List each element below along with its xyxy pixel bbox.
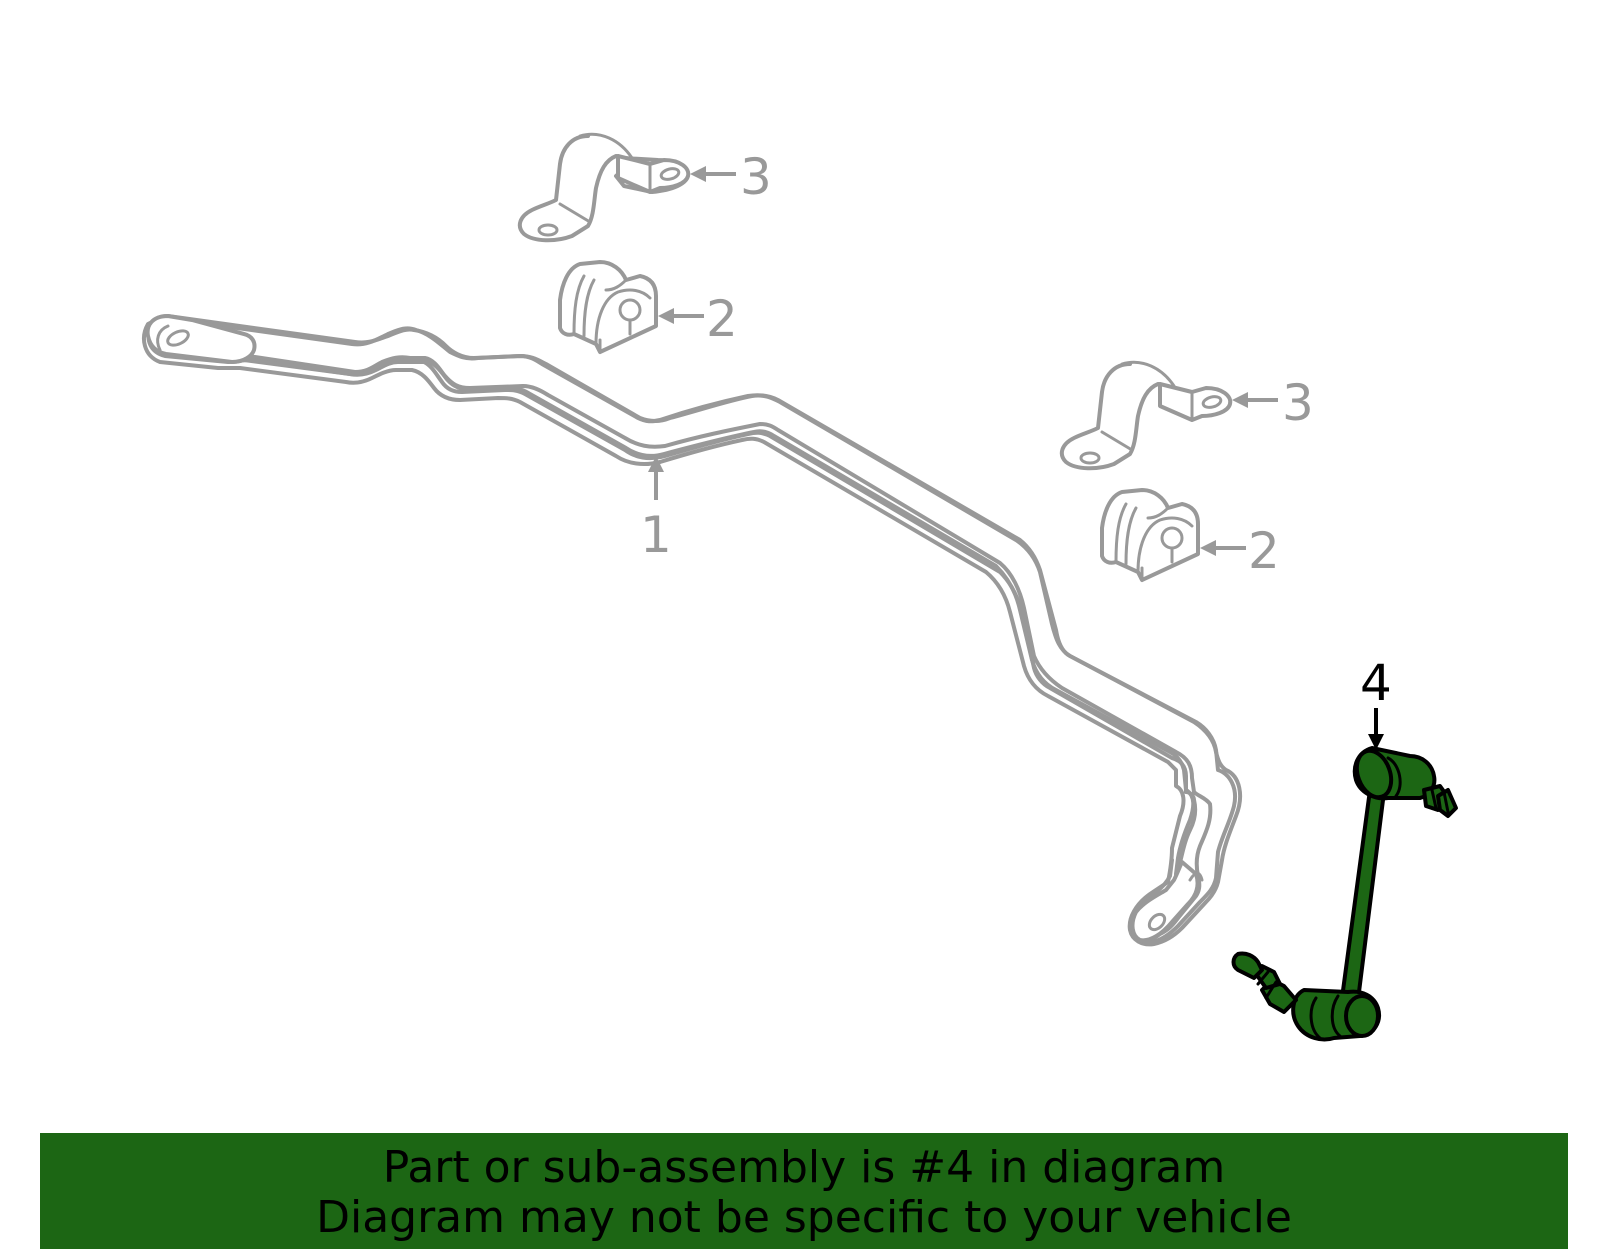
callout-label-4: 4 [1360,654,1392,712]
footer-banner: Part or sub-assembly is #4 in diagram Di… [40,1133,1568,1249]
callout-label-2-upper: 2 [706,290,738,348]
stabilizer-bar[interactable] [142,314,1243,947]
bushing-lower[interactable] [1100,488,1200,582]
banner-line-part: Part or sub-assembly is #4 in diagram [382,1142,1226,1193]
callout-label-3-lower: 3 [1282,374,1314,432]
stabilizer-link[interactable] [1231,746,1458,1042]
bushing-upper[interactable] [558,260,658,354]
callout-4: 4 [1360,654,1392,750]
bracket-upper[interactable] [517,132,691,243]
callout-3-lower: 3 [1232,374,1314,432]
callout-label-3-upper: 3 [740,148,772,206]
bracket-lower[interactable] [1059,360,1233,471]
callout-3-upper: 3 [690,148,772,206]
callout-label-1: 1 [640,506,672,564]
callout-label-2-lower: 2 [1248,522,1280,580]
banner-line-disclaimer: Diagram may not be specific to your vehi… [316,1192,1292,1243]
callout-2-lower: 2 [1200,522,1280,580]
callout-2-upper: 2 [658,290,738,348]
callout-1: 1 [640,456,672,564]
